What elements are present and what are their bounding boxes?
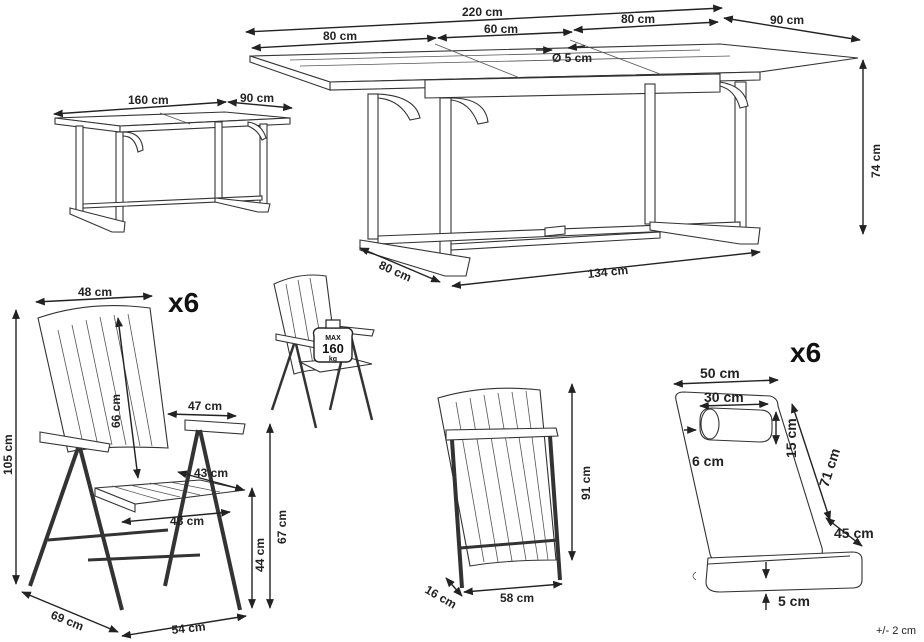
dim-arm-height: 67 cm — [275, 510, 289, 544]
dim-small-length: 160 cm — [128, 93, 169, 107]
dim-pillow-height: 15 cm — [783, 418, 799, 458]
max-load-badge: MAX 160 kg — [312, 319, 354, 363]
dim-pillow-length: 30 cm — [704, 389, 744, 405]
large-table-dimensions: 220 cm 80 cm 60 cm 80 cm 90 cm Ø 5 cm 74… — [245, 4, 883, 289]
dim-back-height: 66 cm — [109, 394, 123, 428]
dim-right-section: 80 cm — [621, 12, 655, 26]
small-table-drawing — [54, 111, 291, 233]
dim-seat-depth: 43 cm — [194, 466, 228, 480]
dim-cushion-thickness: 5 cm — [778, 593, 810, 609]
cushion-drawing — [675, 391, 863, 593]
dim-cushion-width: 50 cm — [700, 365, 740, 381]
chair-quantity: x6 — [168, 287, 199, 318]
dim-seat-height: 44 cm — [253, 538, 267, 572]
load-unit: kg — [329, 356, 337, 363]
tolerance-note: +/- 2 cm — [876, 625, 916, 637]
dim-middle-section: 60 cm — [484, 22, 518, 36]
dim-folded-width: 58 cm — [500, 591, 534, 605]
dim-umbrella-hole: Ø 5 cm — [552, 51, 592, 65]
load-label: MAX — [325, 335, 341, 342]
dim-back-width: 48 cm — [78, 285, 112, 299]
cushion-quantity: x6 — [790, 337, 821, 368]
load-value: 160 — [322, 341, 344, 356]
dim-total-length: 220 cm — [462, 5, 503, 19]
dim-width: 90 cm — [770, 13, 804, 27]
dim-left-section: 80 cm — [323, 29, 357, 43]
dim-pillow-diameter: 6 cm — [692, 453, 724, 469]
dim-height: 74 cm — [869, 144, 883, 178]
large-table-drawing — [249, 39, 859, 277]
dim-seat-length: 45 cm — [834, 525, 874, 541]
dim-folded-height: 91 cm — [579, 466, 593, 500]
folded-chair-drawing — [437, 387, 562, 589]
dim-width-chair: 54 cm — [171, 620, 206, 637]
small-table-dimensions: 160 cm 90 cm — [53, 91, 293, 118]
dim-armrest: 47 cm — [188, 399, 222, 413]
dim-total-height: 105 cm — [1, 434, 15, 475]
dim-small-width: 90 cm — [240, 91, 274, 105]
dim-seat-width: 48 cm — [170, 514, 204, 528]
dim-leg-span: 134 cm — [587, 263, 629, 281]
chair-drawing — [28, 305, 246, 611]
dim-back-length: 71 cm — [816, 446, 843, 489]
dim-depth: 69 cm — [49, 608, 86, 634]
